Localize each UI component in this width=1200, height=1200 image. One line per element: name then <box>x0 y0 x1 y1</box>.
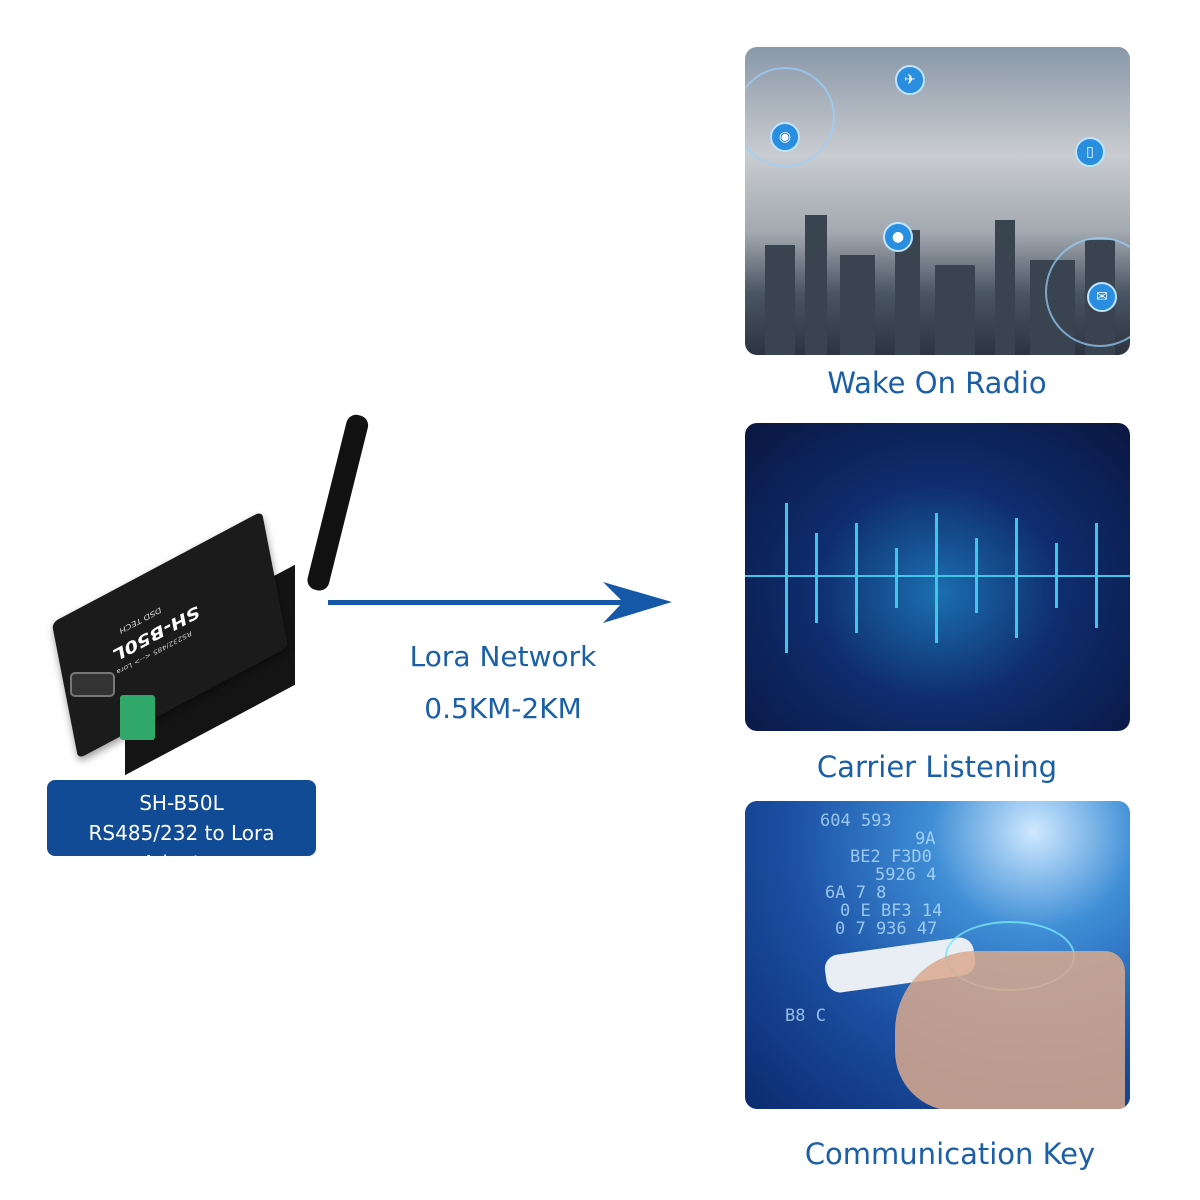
hex-text: 5926 4 <box>875 865 937 885</box>
feature-caption: Wake On Radio <box>827 366 1047 400</box>
db9-port <box>70 672 115 697</box>
device-label: SH-B50L RS485/232 to Lora Adapter <box>47 780 316 875</box>
feature-caption: Communication Key <box>804 1137 1096 1171</box>
device-description: RS485/232 to Lora Adapter <box>88 821 275 875</box>
wake-on-radio-image: ◉ ✈ ▯ ● ✉ <box>745 47 1130 355</box>
hex-text: 604 593 <box>820 811 892 831</box>
wifi-icon: ◉ <box>770 122 800 152</box>
phone-icon: ▯ <box>1075 137 1105 167</box>
arrow-icon <box>328 582 672 623</box>
device-model: SH-B50L <box>139 791 224 815</box>
carrier-listening-image <box>745 423 1130 731</box>
terminal-block <box>120 695 155 740</box>
airplane-icon: ✈ <box>895 65 925 95</box>
hex-text: BE2 F3D0 <box>850 847 932 867</box>
hex-text: B8 C <box>785 1006 826 1026</box>
hex-text: 0 E BF3 14 <box>840 901 943 921</box>
feature-caption: Carrier Listening <box>816 750 1058 784</box>
communication-key-image: 604 593 9A BE2 F3D0 5926 4 6A 7 8 0 E BF… <box>745 801 1130 1109</box>
range-label: 0.5KM-2KM <box>424 692 582 725</box>
hex-text: 0 7 936 47 <box>835 919 938 939</box>
hex-text: 9A <box>915 829 936 849</box>
antenna <box>305 412 371 593</box>
location-icon: ● <box>883 222 913 252</box>
network-label: Lora Network <box>409 640 597 673</box>
hand <box>895 951 1125 1109</box>
mail-icon: ✉ <box>1087 282 1117 312</box>
device-image: DSD TECH SH-B50L RS232/485 <--> Lora <box>51 410 371 776</box>
hex-text: 6A 7 8 <box>825 883 887 903</box>
